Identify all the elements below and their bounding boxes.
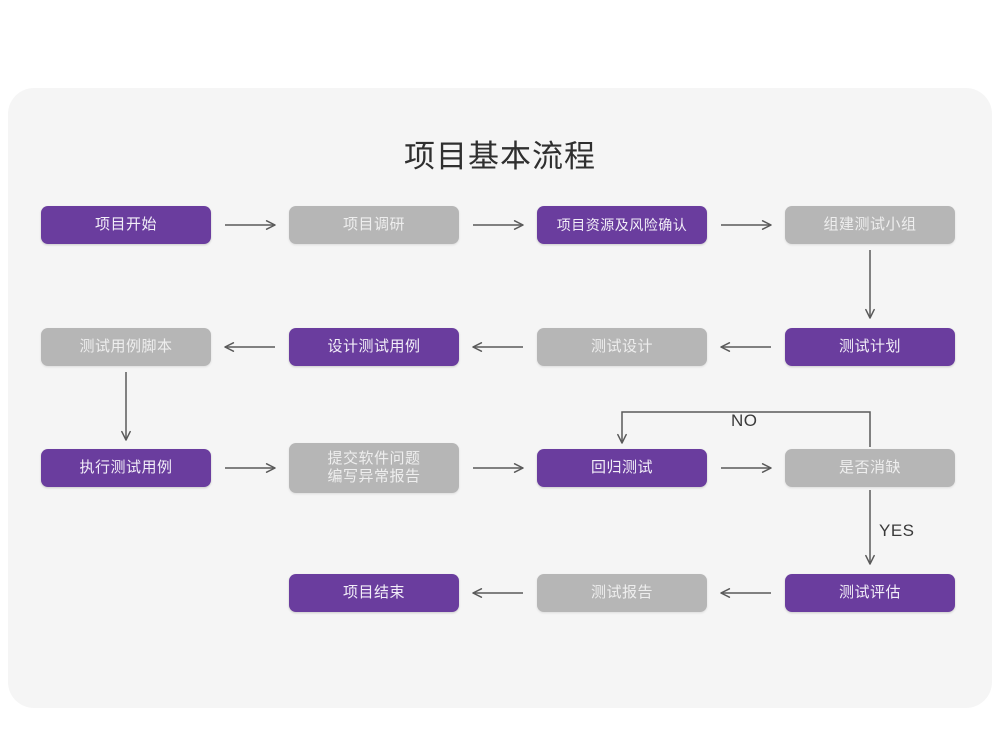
diagram-card bbox=[8, 88, 992, 708]
node-test-plan[interactable]: 测试计划 bbox=[785, 328, 955, 366]
node-test-report[interactable]: 测试报告 bbox=[537, 574, 707, 612]
node-project-end[interactable]: 项目结束 bbox=[289, 574, 459, 612]
node-test-evaluation[interactable]: 测试评估 bbox=[785, 574, 955, 612]
node-defect-resolved-decision[interactable]: 是否消缺 bbox=[785, 449, 955, 487]
node-submit-defects-report[interactable]: 提交软件问题 编写异常报告 bbox=[289, 443, 459, 493]
node-test-design[interactable]: 测试设计 bbox=[537, 328, 707, 366]
edge-label-no: NO bbox=[731, 411, 758, 430]
node-build-test-team[interactable]: 组建测试小组 bbox=[785, 206, 955, 244]
edge-label-yes: YES bbox=[879, 521, 915, 540]
node-project-start[interactable]: 项目开始 bbox=[41, 206, 211, 244]
node-test-case-script[interactable]: 测试用例脚本 bbox=[41, 328, 211, 366]
page-title: 项目基本流程 bbox=[404, 139, 596, 174]
node-execute-test-cases[interactable]: 执行测试用例 bbox=[41, 449, 211, 487]
node-project-research[interactable]: 项目调研 bbox=[289, 206, 459, 244]
node-regression-test[interactable]: 回归测试 bbox=[537, 449, 707, 487]
node-resource-risk-confirm[interactable]: 项目资源及风险确认 bbox=[537, 206, 707, 244]
node-design-test-cases[interactable]: 设计测试用例 bbox=[289, 328, 459, 366]
